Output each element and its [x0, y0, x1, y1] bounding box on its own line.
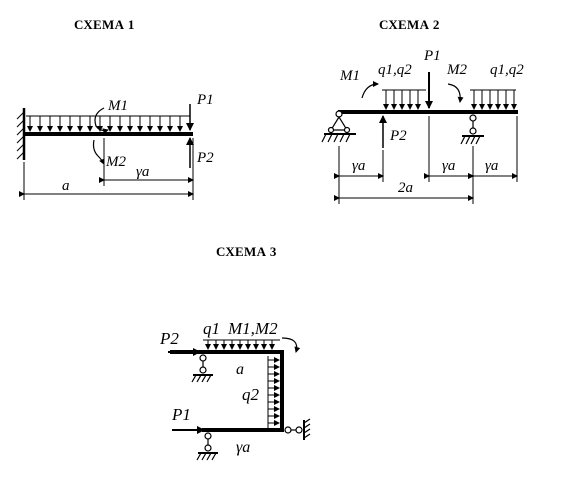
- distributed-load-q2: [267, 356, 280, 428]
- scheme-3-diagram: P2 q1 M1,M2 a q2 P1 γa: [159, 319, 311, 461]
- label-p1: P1: [171, 405, 191, 424]
- scheme-1-title: СХЕМА 1: [74, 17, 135, 32]
- moment-m2-arrow: [447, 83, 464, 103]
- moment-m2-arrow: [92, 139, 105, 165]
- distributed-load-q1: [203, 339, 280, 350]
- label-a: a: [236, 361, 244, 378]
- moment-m1-arrow: [94, 107, 109, 135]
- fixed-wall-support: [16, 108, 26, 160]
- label-gamma-a-1: γa: [352, 158, 365, 174]
- scheme-1-diagram: M1 M2 P1 P2 γa a: [16, 92, 214, 200]
- distributed-load: [26, 115, 190, 132]
- label-gamma-a: γa: [136, 164, 149, 180]
- dimension-lines: [334, 116, 518, 204]
- frame: [170, 350, 284, 432]
- scheme-3-title: СХЕМА 3: [216, 244, 277, 259]
- distributed-load-left: [382, 89, 426, 110]
- label-m1: M1: [107, 98, 128, 114]
- label-p1: P1: [423, 48, 441, 64]
- label-m1-m2: M1,M2: [227, 319, 278, 338]
- roller-support-right: [284, 418, 311, 440]
- label-m2: M2: [105, 154, 126, 170]
- label-2a: 2a: [398, 180, 413, 196]
- distributed-load-right: [470, 89, 517, 110]
- label-p2: P2: [159, 329, 179, 348]
- label-gamma-a: γa: [236, 439, 250, 456]
- scheme-2-diagram: M1 q1,q2 P1 M2 q1,q2 P2 γa γa γa 2a: [321, 48, 524, 204]
- roller-support: [460, 114, 484, 145]
- dimension-lines: [19, 138, 194, 200]
- label-p2: P2: [389, 128, 407, 144]
- label-p2: P2: [196, 150, 214, 166]
- label-gamma-a-2: γa: [442, 158, 455, 174]
- label-m2: M2: [446, 62, 467, 78]
- label-q1q2-right: q1,q2: [490, 62, 524, 78]
- label-a: a: [62, 178, 70, 194]
- roller-support-lower: [196, 432, 218, 461]
- label-p1: P1: [196, 92, 214, 108]
- scheme-2-title: СХЕМА 2: [379, 17, 440, 32]
- label-q1q2-left: q1,q2: [378, 62, 412, 78]
- pin-support: [321, 110, 356, 143]
- label-m1: M1: [339, 68, 360, 84]
- roller-support-upper: [191, 354, 213, 383]
- label-q2: q2: [242, 385, 260, 404]
- moment-m1-arrow: [361, 81, 379, 99]
- label-q1: q1: [203, 319, 220, 338]
- label-gamma-a-3: γa: [485, 158, 498, 174]
- moment-m1-m2-arrow: [281, 337, 301, 353]
